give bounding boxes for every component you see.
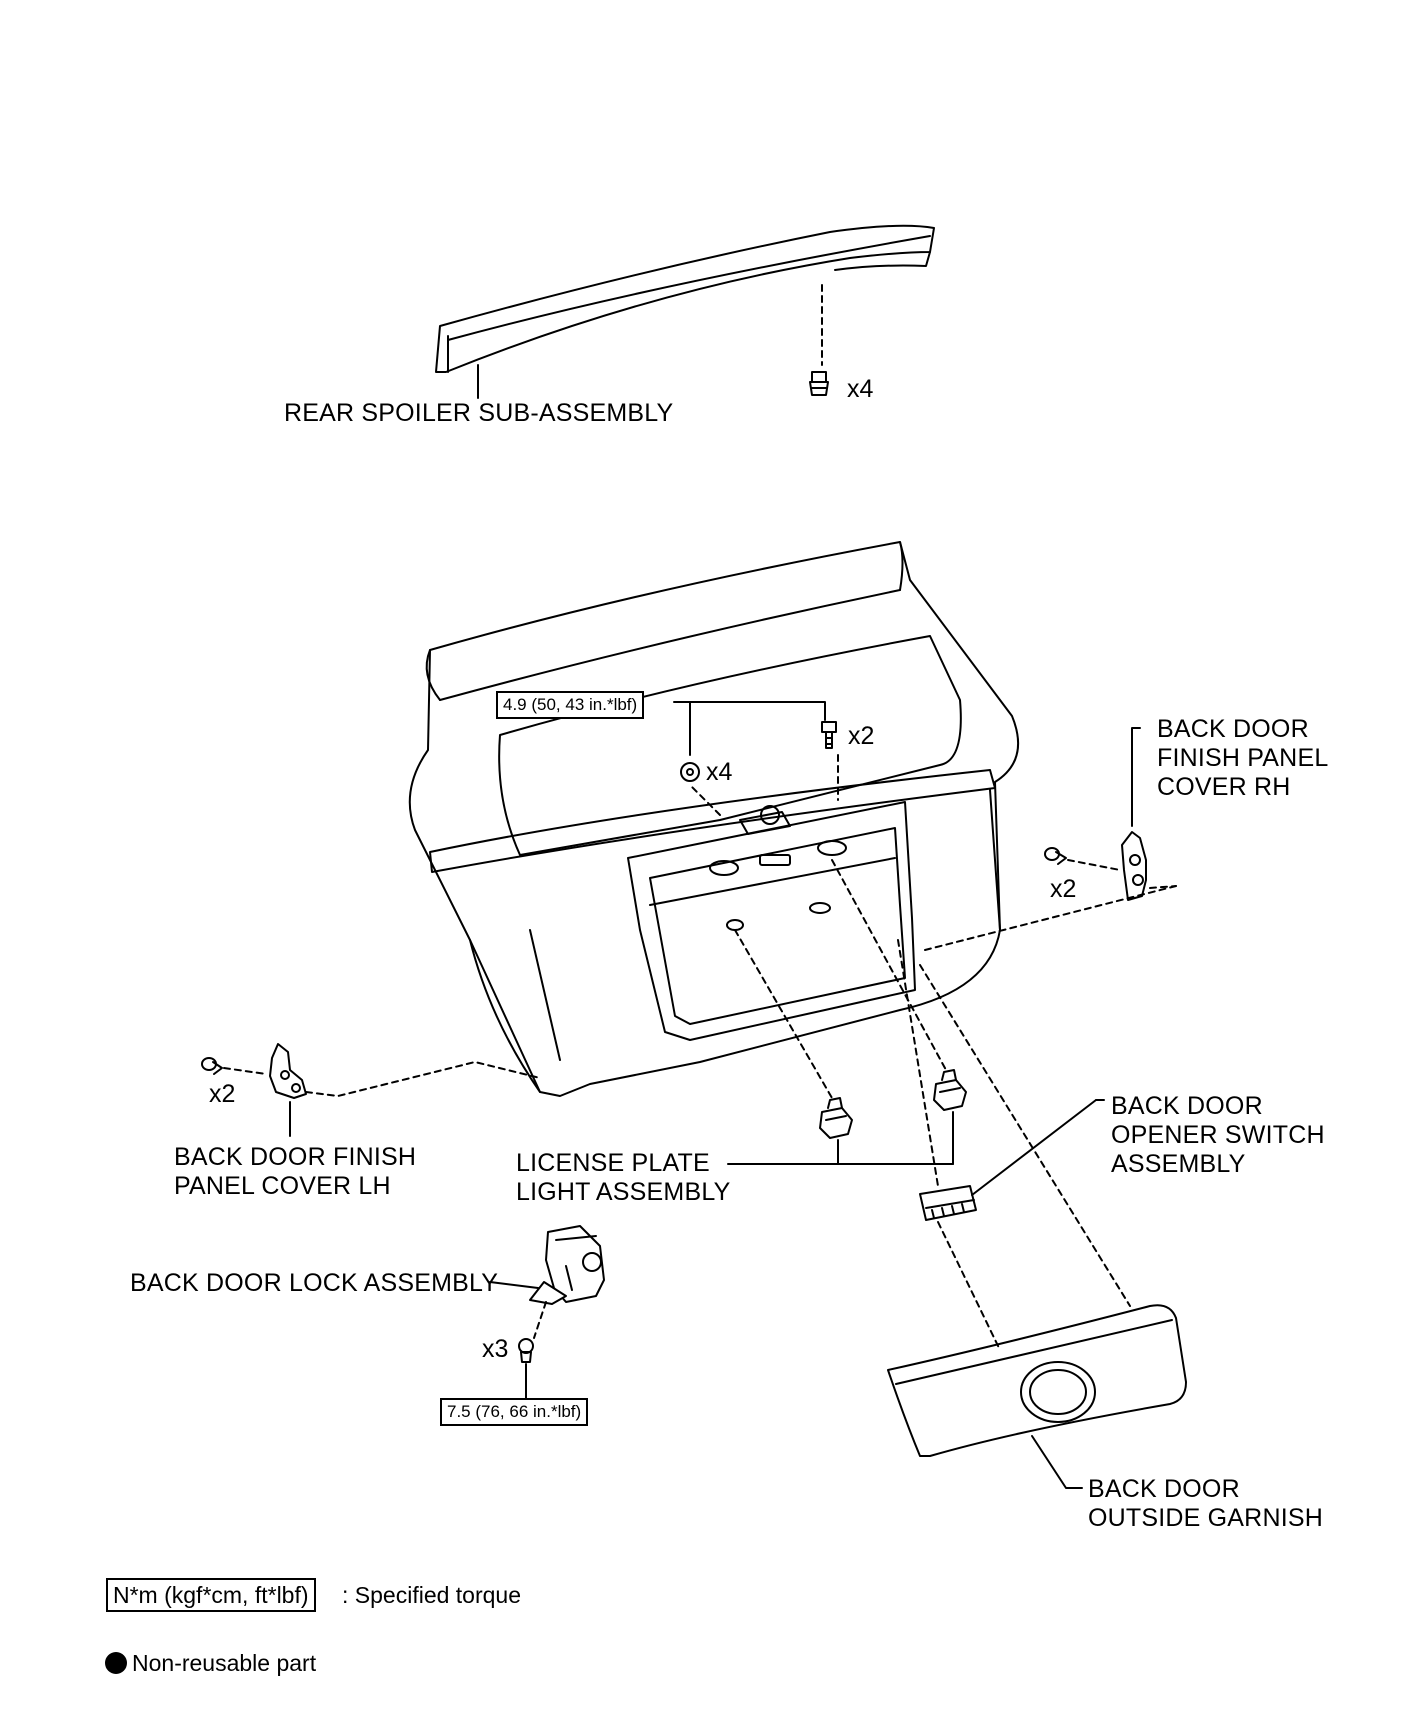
opener-switch-line-1: BACK DOOR	[1111, 1092, 1263, 1120]
finish-panel-rh-line-1: BACK DOOR	[1157, 715, 1309, 743]
legend-torque-desc: : Specified torque	[342, 1582, 522, 1608]
outside-garnish-drawing	[887, 1304, 1187, 1457]
license-light-line-2: LIGHT ASSEMBLY	[516, 1178, 731, 1206]
legend-torque-unit: N*m (kgf*cm, ft*lbf)	[106, 1578, 316, 1612]
outside-garnish-line-1: BACK DOOR	[1088, 1475, 1240, 1503]
license-light-line-1: LICENSE PLATE	[516, 1149, 710, 1177]
legend-non-reusable: Non-reusable part	[132, 1650, 317, 1676]
license-light-right-drawing	[933, 1069, 967, 1111]
upper-screw-icon	[821, 721, 837, 749]
upper-screw-qty: x2	[848, 722, 875, 750]
finish-panel-rh-line-2: FINISH PANEL	[1157, 744, 1329, 772]
rh-panel-dash	[924, 885, 1177, 951]
rh-clip-qty: x2	[1050, 875, 1077, 903]
license-light-left-drawing	[819, 1097, 853, 1139]
lh-panel-dash	[305, 1061, 541, 1097]
outside-garnish-line-2: OUTSIDE GARNISH	[1088, 1504, 1323, 1532]
opener-switch-line-2: OPENER SWITCH	[1111, 1121, 1325, 1149]
upper-nut-icon	[680, 762, 700, 782]
outside-garnish-leader	[1031, 1435, 1083, 1489]
finish-panel-lh-line-1: BACK DOOR FINISH	[174, 1143, 417, 1171]
finish-panel-lh-label: BACK DOOR FINISH PANEL COVER LH	[174, 1143, 416, 1201]
upper-torque-leader-screw	[673, 701, 826, 721]
finish-panel-rh-label: BACK DOOR FINISH PANEL COVER RH	[1157, 715, 1328, 802]
lh-clip-icon	[201, 1057, 223, 1075]
lock-assembly-label: BACK DOOR LOCK ASSEMBLY	[130, 1269, 499, 1297]
outside-garnish-label: BACK DOOR OUTSIDE GARNISH	[1088, 1475, 1323, 1533]
rear-spoiler-drawing	[435, 224, 935, 373]
finish-panel-lh-line-2: PANEL COVER LH	[174, 1172, 391, 1200]
non-reusable-dot-icon	[105, 1652, 127, 1674]
rear-spoiler-label: REAR SPOILER SUB-ASSEMBLY	[284, 399, 674, 427]
finish-panel-rh-leader	[1131, 727, 1141, 827]
lock-assembly-drawing	[529, 1225, 605, 1305]
back-door-drawing	[408, 541, 1020, 1097]
finish-panel-rh-line-3: COVER RH	[1157, 773, 1291, 801]
finish-panel-lh-drawing	[269, 1043, 307, 1099]
nut-dash	[689, 784, 721, 816]
finish-panel-rh-drawing	[1121, 831, 1147, 901]
opener-switch-leader	[971, 1099, 1097, 1196]
spoiler-bolt-qty: x4	[847, 375, 874, 403]
lock-leader	[489, 1281, 539, 1289]
spoiler-bolt-icon	[809, 371, 829, 396]
lock-bolt-qty: x3	[482, 1335, 509, 1363]
opener-switch-label: BACK DOOR OPENER SWITCH ASSEMBLY	[1111, 1092, 1325, 1179]
rh-clip-icon	[1044, 847, 1067, 865]
opener-switch-drawing	[919, 1185, 977, 1221]
lock-bolt-icon	[518, 1338, 534, 1363]
upper-nut-qty: x4	[706, 758, 733, 786]
opener-switch-line-3: ASSEMBLY	[1111, 1150, 1246, 1178]
lh-clip-qty: x2	[209, 1080, 236, 1108]
lock-torque-spec: 7.5 (76, 66 in.*lbf)	[440, 1398, 589, 1426]
license-light-label: LICENSE PLATE LIGHT ASSEMBLY	[516, 1149, 730, 1207]
upper-torque-spec: 4.9 (50, 43 in.*lbf)	[496, 691, 645, 719]
rh-clip-dash	[1067, 859, 1121, 871]
